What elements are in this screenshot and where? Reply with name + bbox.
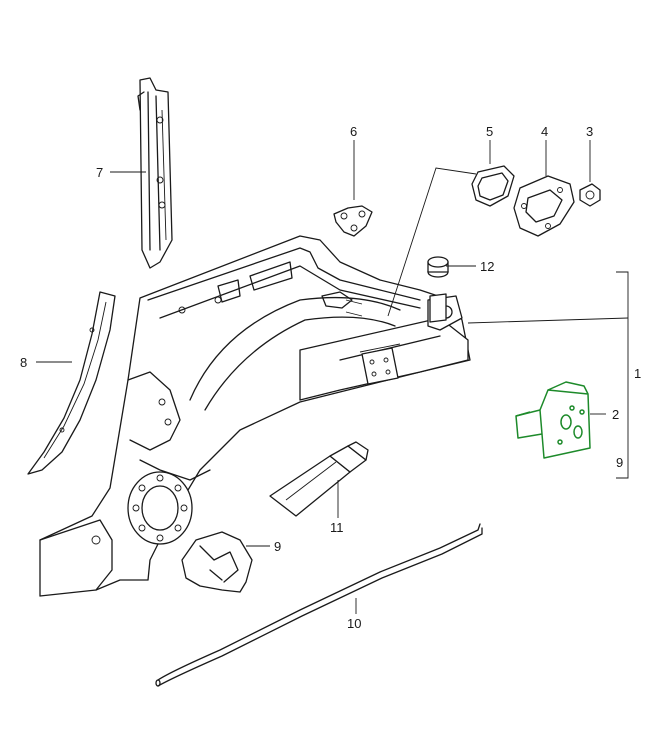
callout-1: 1: [634, 366, 641, 381]
callout-3: 3: [586, 124, 593, 139]
callout-7: 7: [96, 165, 103, 180]
part-3-nut: [579, 183, 601, 207]
part-2-bracket-highlighted: [515, 381, 591, 459]
group-bracket: [616, 271, 629, 479]
callouts: 7 6 5 4 3 12 1 8 2 9 11 9 10: [20, 124, 641, 631]
callout-4: 4: [541, 124, 548, 139]
part-8-trim-strip: [27, 291, 116, 475]
part-7-pillar-panel: [137, 77, 173, 269]
callout-2: 2: [612, 407, 619, 422]
part-12-bump-stop: [427, 256, 449, 278]
part-11-sealant-tube: [269, 441, 369, 517]
callout-9-left: 9: [274, 539, 281, 554]
callout-6: 6: [350, 124, 357, 139]
part-1-wheelhouse-assembly: [39, 235, 471, 597]
callout-8: 8: [20, 355, 27, 370]
callout-11: 11: [330, 520, 344, 535]
callout-9-right: 9: [616, 455, 623, 470]
callout-12: 12: [480, 259, 494, 274]
callout-10: 10: [347, 616, 361, 631]
part-6-mount: [333, 205, 373, 237]
callout-5: 5: [486, 124, 493, 139]
part-4-flange-plate: [513, 175, 575, 237]
part-10-cable: [155, 523, 483, 687]
wheel-flange: [127, 471, 193, 545]
part-5-gasket: [471, 165, 515, 207]
part-9-sound-pad: [181, 531, 253, 593]
leader-lines: [36, 140, 629, 614]
